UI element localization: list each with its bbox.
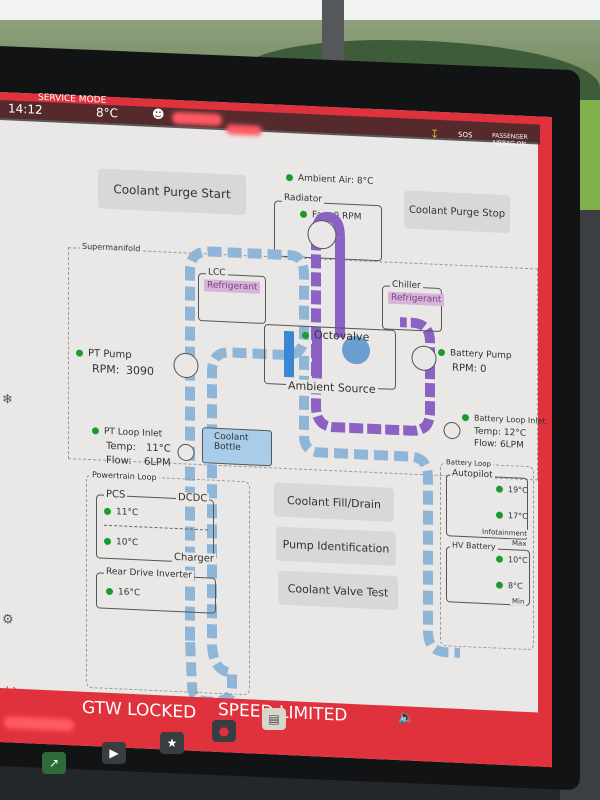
volume-mute-icon[interactable]: 🔈 [398,710,415,726]
coolant-bottle-label: Coolant Bottle [214,431,249,453]
pcs-temp: 11°C [104,507,139,519]
pt-pump-rpm-value: 3090 [126,363,154,378]
charger-temp: 10°C [104,537,139,549]
pt-loop-inlet-temp-label: Temp: [106,440,137,454]
pt-pump-icon [173,352,199,378]
battery-coolant-pipe [299,355,460,658]
pt-loop-inlet-flow-label: Flow: [106,454,132,467]
rdi-temp: 16°C [106,587,141,599]
autopilot-temp1: 19°C [496,485,528,495]
energy-app-icon[interactable]: ↗ [42,752,66,774]
status-dot [106,587,113,596]
chiller-coolant-pipe [311,236,435,436]
status-dot [496,511,503,519]
octovalve-bar [312,332,322,379]
pt-loop-inlet-temp-value: 11°C [146,442,171,455]
ambient-source-bar [284,330,294,378]
charger-label: Charger [172,551,216,565]
pcs-label: PCS [104,488,128,501]
charger-temp-value: 10°C [116,537,139,549]
hv-battery-min-temp-value: 8°C [508,581,523,591]
joystick-icon[interactable]: ● [212,720,236,742]
status-dot [76,348,83,357]
battery-pump-rpm: RPM: 0 [452,362,487,376]
notepad-icon[interactable]: ▤ [262,708,286,730]
pt-loop-inlet-flow-value: 6LPM [144,456,171,469]
pt-loop-inlet-sensor [177,443,195,461]
battery-loop-inlet-sensor [443,422,461,440]
touchscreen: SERVICE MODE 14:12 8°C ☻ ↧ SOS PASSENGER… [0,92,552,768]
status-dot [92,427,99,435]
autopilot-temp1-value: 19°C [508,485,528,495]
pt-pump-text: PT Pump [88,347,132,361]
hv-battery-min-label: Min [510,597,527,606]
autopilot-label: Autopilot [450,468,495,481]
hv-battery-max-label: Max [510,539,529,548]
media-player-icon[interactable]: ▶ [102,742,126,764]
window-pillar [322,0,344,70]
hv-battery-max-temp: 10°C [496,555,528,565]
radiator-fan-icon [307,220,337,250]
status-dot [462,413,469,422]
autopilot-temp2-value: 17°C [508,511,528,521]
status-dot [496,581,503,589]
pt-pump-rpm-label: RPM: [92,362,120,377]
dcdc-label: DCDC [176,491,210,505]
status-dot [302,331,309,339]
coolant-fill-drain-button[interactable]: Coolant Fill/Drain [274,482,394,522]
octovalve-text: Octovalve [314,328,370,344]
pump-identification-button[interactable]: Pump Identification [276,526,396,566]
rdi-temp-value: 16°C [118,587,141,599]
coolant-valve-test-button[interactable]: Coolant Valve Test [278,570,398,611]
arcade-icon[interactable]: ★ [160,732,184,754]
octovalve-rotor [342,336,370,365]
status-dot [104,507,111,516]
autopilot-temp2: 17°C [496,511,528,521]
status-dot [438,348,445,357]
hv-battery-max-temp-value: 10°C [508,555,528,565]
lcc-title: LCC [206,267,228,279]
status-dot [496,485,503,493]
status-dot [104,537,111,546]
status-dot [496,555,503,563]
chiller-title: Chiller [390,279,423,292]
lcc-refrigerant-badge: Refrigerant [204,279,261,294]
hv-battery-min-temp: 8°C [496,581,523,591]
chiller-refrigerant-badge: Refrigerant [388,291,445,307]
pcs-temp-value: 11°C [116,507,139,519]
battery-pump-icon [411,345,437,371]
